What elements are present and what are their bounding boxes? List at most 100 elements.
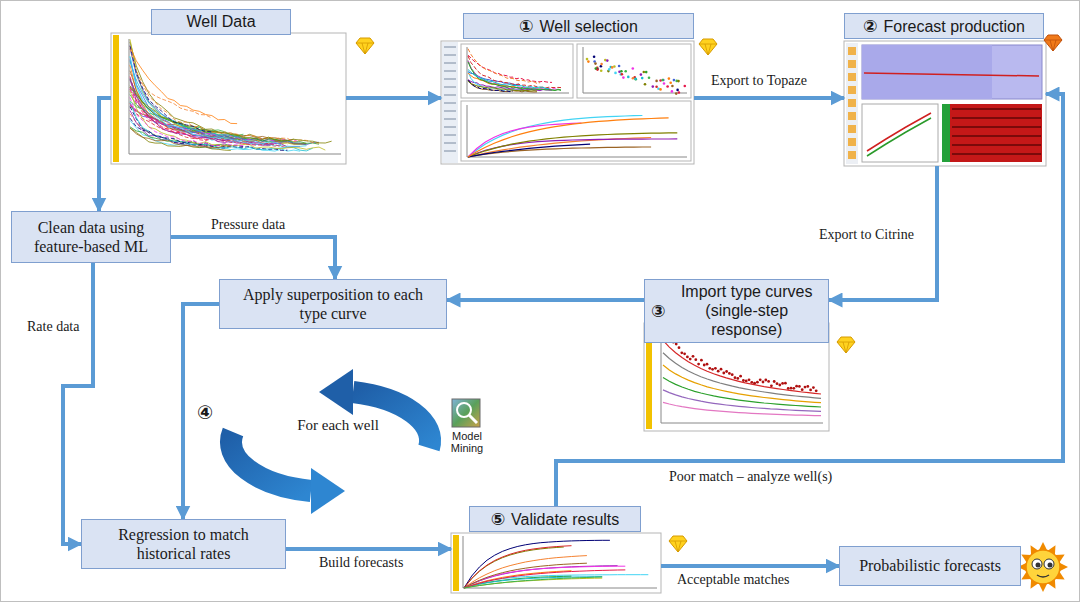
edge-label: Poor match – analyze well(s): [669, 469, 832, 485]
data-point: [728, 372, 731, 375]
scatter-dot: [627, 76, 630, 79]
edge-label: Rate data: [27, 319, 79, 335]
data-point: [801, 388, 804, 391]
edge-label: Export to Citrine: [819, 227, 914, 243]
gem-icon: [837, 337, 855, 353]
scatter-dot: [624, 70, 627, 73]
plot-axes: [661, 329, 823, 423]
gem-shape: [1044, 35, 1062, 51]
chart-stroke: [468, 144, 590, 157]
chart-stroke: [952, 126, 1041, 128]
data-point: [759, 378, 762, 381]
panel-title: Well selection: [539, 17, 637, 36]
data-point: [764, 379, 767, 382]
data-point: [812, 386, 815, 389]
yellow-band: [453, 535, 459, 591]
chart-stroke: [444, 103, 456, 104]
connector: [286, 547, 451, 551]
chart-stroke: [952, 108, 1041, 110]
screenshot-frame: [111, 33, 346, 164]
gem-shape: [356, 38, 374, 54]
scatter-dot: [621, 73, 624, 76]
data-point: [714, 367, 717, 370]
callout-number: ②: [863, 16, 877, 36]
gem-facet: [362, 43, 368, 54]
tool-icon: [848, 112, 856, 120]
screenshot-panel: Well Data: [111, 9, 346, 164]
data-point: [792, 387, 795, 390]
gem-facet: [705, 44, 711, 55]
data-point: [815, 389, 818, 392]
gem-facet: [356, 43, 374, 44]
cycle-label: For each well: [283, 417, 393, 434]
process-box: Regression to match historical rates: [81, 519, 286, 569]
gem-shape: [837, 337, 855, 353]
scatter-dot: [669, 82, 672, 85]
chart-stroke: [444, 119, 456, 120]
chart-stroke: [468, 61, 561, 91]
chart-stroke: [468, 70, 549, 89]
panel-header: ②Forecast production: [844, 13, 1044, 39]
tool-icon: [848, 47, 856, 55]
connector: [556, 94, 1063, 506]
data-point: [787, 387, 790, 390]
chart-stroke: [130, 47, 237, 124]
toolbar: [846, 43, 858, 164]
scatter-dot: [648, 77, 651, 80]
scatter-dot: [671, 90, 674, 93]
scatter-dot: [659, 88, 662, 91]
data-point: [725, 370, 728, 373]
gem-facet: [699, 44, 717, 45]
callout-number: ④: [194, 402, 216, 423]
data-point: [722, 372, 725, 375]
edge-label: Export to Topaze: [711, 73, 807, 89]
chart-stroke: [464, 576, 572, 588]
scatter-dot: [587, 60, 590, 63]
data-point: [686, 356, 689, 359]
scatter-dot: [632, 77, 635, 80]
scatter-dot: [600, 63, 603, 66]
chart-stroke: [464, 563, 587, 588]
chart-stroke: [468, 133, 677, 157]
connector: [183, 304, 219, 519]
data-point: [778, 384, 781, 387]
callout-number: ⑤: [491, 509, 505, 529]
data-point: [678, 346, 681, 349]
data-point: [767, 380, 770, 383]
process-box: Clean data using feature-based ML: [11, 211, 171, 263]
yellow-band: [113, 35, 119, 162]
scatter-dot: [643, 71, 646, 74]
scatter-dot: [644, 83, 647, 86]
chart-stroke: [468, 62, 561, 91]
data-point: [742, 379, 745, 382]
plot-axes: [583, 47, 687, 93]
data-point: [706, 363, 709, 366]
data-point: [748, 378, 751, 381]
chart-stroke: [952, 117, 1041, 119]
data-point: [717, 370, 720, 373]
scatter-dot: [668, 77, 671, 80]
scatter-dot: [614, 72, 617, 75]
scatter-dot: [635, 78, 638, 81]
connector: [694, 96, 844, 100]
data-point: [731, 373, 734, 376]
scatter-dot: [596, 68, 599, 71]
data-point: [795, 385, 798, 388]
scatter-dot: [677, 80, 680, 83]
scatter-dot: [586, 58, 589, 61]
screenshot-panel: ③Import type curves (single-step respons…: [644, 279, 829, 431]
chart-stroke: [130, 56, 281, 145]
chart-stroke: [444, 79, 456, 80]
history-region: [862, 45, 992, 99]
chart-stroke: [130, 39, 306, 145]
chart-stroke: [444, 63, 456, 64]
data-point: [720, 368, 723, 371]
cycle-head: [311, 468, 345, 514]
chart-stroke: [130, 42, 294, 140]
data-point: [700, 359, 703, 362]
box-text: Probabilistic forecasts: [859, 556, 1001, 575]
chart-stroke: [663, 353, 821, 399]
scatter-dot: [671, 85, 674, 88]
data-point: [784, 382, 787, 385]
